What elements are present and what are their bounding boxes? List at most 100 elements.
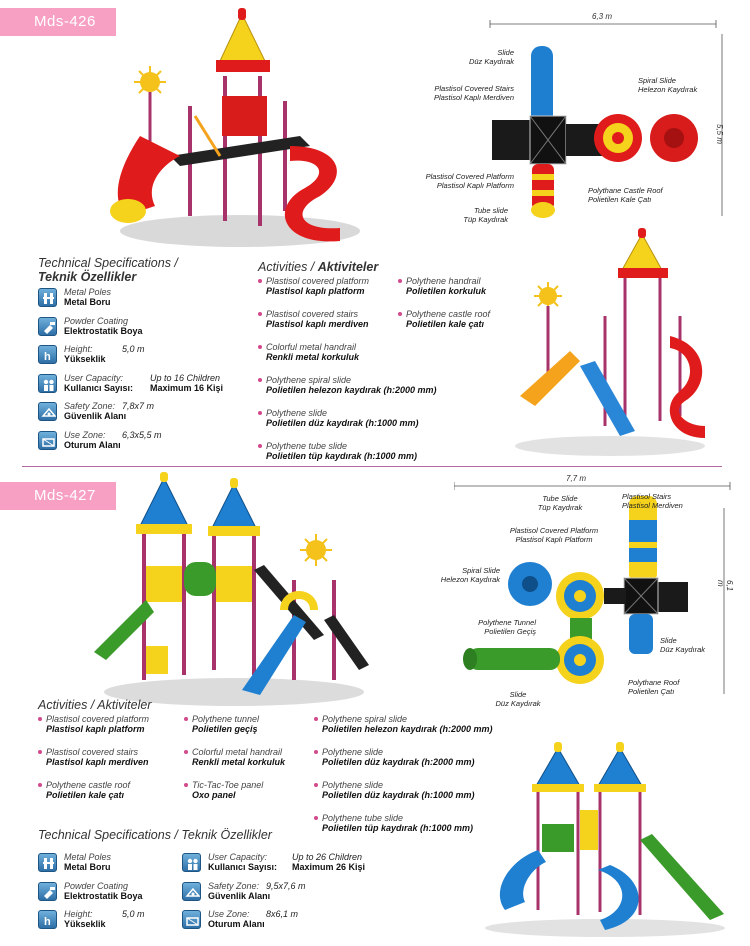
activity-en: Polythene spiral slide: [322, 714, 408, 724]
activity-tr: Polietilen düz kaydırak (h:1000 mm): [266, 418, 419, 428]
tech-heading-mds-426: Technical Specifications / Teknik Özelli…: [38, 256, 178, 284]
bullet-icon: [38, 750, 42, 754]
activity-tr: Polietilen düz kaydırak (h:1000 mm): [322, 790, 475, 800]
playground-side-render-mds-427: [485, 742, 725, 937]
activity-tr: Renkli metal korkuluk: [192, 757, 286, 767]
bullet-icon: [184, 750, 188, 754]
spec-row: User Capacity:Kullanıcı Sayısı:Up to 26 …: [182, 852, 382, 876]
dim-height-mds-427: 6,1 m: [716, 580, 734, 592]
spec-label-tr: Yükseklik: [64, 354, 106, 364]
activity-tr: Oxo panel: [192, 790, 236, 800]
spec-label-tr: Elektrostatik Boya: [64, 890, 143, 901]
activity-en: Polythene slide: [322, 747, 384, 757]
spec-label-tr: Oturum Alanı: [64, 439, 121, 450]
capacity-icon: [38, 373, 57, 393]
activity-tr: Polietilen geçiş: [192, 724, 258, 734]
activity-en: Colorful metal handrail: [266, 342, 357, 352]
activity-tr: Plastisol kaplı merdiven: [266, 319, 369, 329]
spec-label-tr: Güvenlik Alanı: [208, 890, 271, 901]
bullet-icon: [314, 816, 318, 820]
spec-value: Up to 26 Children: [292, 852, 363, 862]
bullet-icon: [184, 783, 188, 787]
spec-label-en: Use Zone:: [208, 909, 250, 919]
spec-label-tr: Güvenlik Alanı: [64, 411, 127, 421]
activity-en: Plastisol covered platform: [46, 714, 150, 724]
activity-en: Polythene handrail: [406, 276, 481, 286]
bullet-icon: [398, 312, 402, 316]
safety-zone-icon: [182, 881, 201, 901]
spec-label-en: Height:: [64, 344, 93, 354]
playground-render-mds-427: [94, 472, 369, 706]
spec-label-en: Metal Poles: [64, 852, 112, 862]
spec-label-en: Metal Poles: [64, 287, 112, 297]
bullet-icon: [314, 783, 318, 787]
spec-label-en: User Capacity:: [64, 372, 124, 383]
spec-value-tr: Maximum 26 Kişi: [292, 862, 366, 872]
activity-tr: Renkli metal korkuluk: [266, 352, 360, 362]
sun-ornament-icon: [534, 282, 562, 376]
poles-icon: [38, 288, 57, 307]
activity-tr: Polietilen kale çatı: [406, 319, 485, 329]
activity-en: Plastisol covered stairs: [266, 309, 359, 319]
activity-tr: Polietilen helezon kaydırak (h:2000 mm): [266, 385, 437, 395]
bullet-icon: [258, 411, 262, 415]
activity-en: Plastisol covered platform: [266, 276, 370, 286]
bullet-icon: [258, 279, 262, 283]
poles-icon: [38, 853, 57, 872]
spec-label-tr: Metal Boru: [64, 862, 111, 872]
spec-label-tr: Elektrostatik Boya: [64, 325, 143, 336]
spec-label-tr: Oturum Alanı: [208, 919, 265, 929]
bullet-icon: [314, 717, 318, 721]
activity-en: Polythene castle roof: [46, 780, 131, 790]
spec-value: 5,0 m: [122, 909, 145, 919]
activity-tr: Polietilen tüp kaydırak (h:1000 mm): [322, 823, 474, 833]
activity-en: Polythene spiral slide: [266, 375, 352, 385]
activity-tr: Polietilen kale çatı: [46, 790, 125, 800]
activity-en: Polythene tube slide: [266, 441, 348, 451]
spec-label-en: Powder Coating: [64, 880, 129, 891]
coating-icon: [38, 881, 57, 901]
activities-heading-mds-426: Activities / Aktiviteler: [258, 260, 379, 274]
height-icon: h: [38, 345, 57, 364]
sun-ornament-icon: [134, 66, 166, 156]
bullet-icon: [38, 717, 42, 721]
capacity-icon: [182, 853, 201, 872]
spec-value: 9,5x7,6 m: [266, 880, 306, 891]
activity-en: Polythene slide: [322, 780, 384, 790]
dim-width-mds-426: 6,3 m: [592, 12, 613, 21]
model-tag-mds-426: Mds-426: [0, 8, 116, 36]
bullet-icon: [258, 444, 262, 448]
activity-tr: Plastisol kaplı platform: [46, 724, 145, 734]
spec-value: 8x6,1 m: [266, 909, 299, 919]
spec-row: h Height:Yükseklik 5,0 m: [38, 344, 238, 368]
bullet-icon: [38, 783, 42, 787]
dim-width-mds-427: 7,7 m: [566, 474, 587, 483]
safety-zone-icon: [38, 402, 57, 421]
activity-tr: Plastisol kaplı merdiven: [46, 757, 149, 767]
spec-label-en: Powder Coating: [64, 315, 129, 326]
spec-value: Up to 16 Children: [150, 372, 221, 383]
playground-render-mds-426: [110, 8, 360, 247]
activity-en: Polythene castle roof: [406, 309, 491, 319]
activity-en: Polythene slide: [266, 408, 328, 418]
activities-heading-mds-427: Activities / Aktiviteler: [38, 698, 152, 712]
spec-value: 5,0 m: [122, 344, 145, 354]
bullet-icon: [258, 312, 262, 316]
spec-value-tr: Maximum 16 Kişi: [150, 382, 224, 393]
activity-en: Polythene tunnel: [192, 714, 260, 724]
